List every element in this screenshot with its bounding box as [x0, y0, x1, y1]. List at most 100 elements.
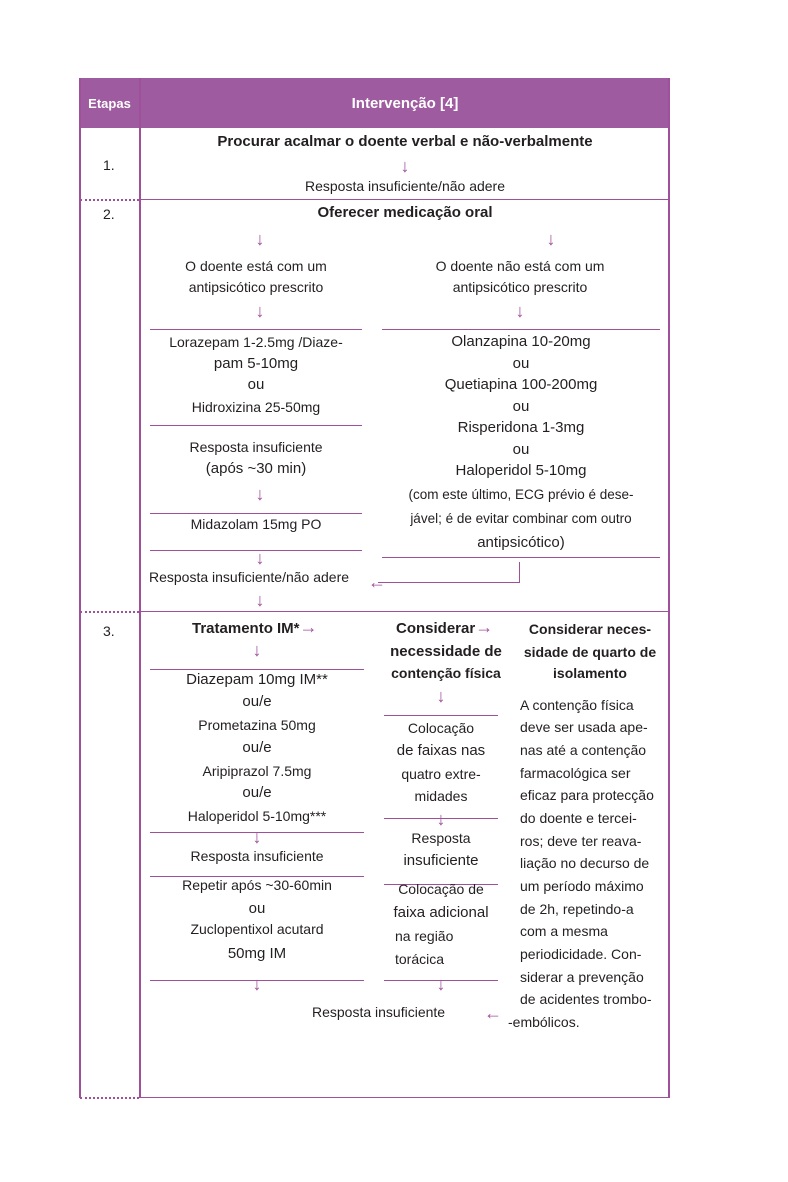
right-note-1: (com este último, ECG prévio é dese- [408, 487, 634, 502]
col3-text-6: do doente e tercei- [520, 810, 637, 826]
col1-med-4: ou/e [242, 739, 272, 756]
col2-arrow-3-icon: ↓ [436, 974, 446, 994]
right-med-3: Quetiapina 100-200mg [444, 376, 598, 393]
col2-extra-2: faixa adicional [393, 904, 489, 921]
col2-placement-3: quatro extre- [401, 766, 481, 782]
right-heading-1: O doente não está com um [435, 258, 605, 274]
right-med-4: ou [512, 398, 530, 415]
col2-extra-4: torácica [395, 951, 445, 967]
col1-rule-3 [150, 876, 364, 877]
col3-text-13: siderar a prevenção [520, 969, 644, 985]
col1-rule-2 [150, 832, 364, 833]
col1-rule-1 [150, 669, 364, 670]
step-2-number: 2. [103, 206, 115, 222]
col2-rule-4 [384, 980, 498, 981]
right-note-3: antipsicótico) [477, 534, 565, 551]
table-right-border [668, 78, 670, 1098]
col3-title-3: isolamento [553, 665, 627, 681]
col3-text-3: nas até a contenção [520, 742, 647, 758]
column-divider [139, 78, 141, 1098]
col3-text-1: A contenção física [520, 697, 634, 713]
step-2-title: Oferecer medicação oral [317, 204, 493, 221]
col2-response-1: Resposta [411, 830, 471, 846]
col2-rule-3 [384, 884, 498, 885]
left-med-3: ou [247, 376, 265, 393]
left-response-2: (após ~30 min) [205, 460, 307, 477]
tratamento-title: Tratamento IM*→ [192, 618, 318, 640]
col2-title-arrow-icon: → [475, 617, 494, 637]
etapas-label: Etapas [88, 95, 131, 111]
col1-repeat-1: Repetir após ~30-60min [182, 877, 332, 893]
table-left-border [79, 78, 81, 1098]
col1-arrow-2-icon: ↓ [252, 827, 262, 847]
step-2-left-arrow-icon: ↓ [255, 229, 265, 249]
left-heading-2: antipsicótico prescrito [188, 279, 324, 295]
col3-text-14: de acidentes trombo- [520, 991, 652, 1007]
right-heading-2: antipsicótico prescrito [452, 279, 588, 295]
left-med-4: Hidroxizina 25-50mg [191, 399, 321, 415]
col3-title-2: sidade de quarto de [523, 644, 657, 660]
col1-arrow-1-icon: ↓ [252, 640, 262, 660]
col3-text-11: com a mesma [520, 923, 608, 939]
col1-repeat-2: ou [248, 900, 266, 917]
right-med-2: ou [512, 355, 530, 372]
col2-rule-1 [384, 715, 498, 716]
step-1-number: 1. [103, 157, 115, 173]
right-med-6: ou [512, 441, 530, 458]
col3-text-5: eficaz para protecção [520, 787, 654, 803]
right-rule-1 [382, 329, 660, 330]
merge-connector-vertical [519, 562, 520, 582]
intervencao-label: Intervenção [4] [351, 94, 459, 112]
row-divider-1 [141, 199, 669, 200]
col2-arrow-2-icon: ↓ [436, 809, 446, 829]
merge-connector-horizontal [378, 582, 520, 583]
left-rule-3 [150, 513, 362, 514]
row-divider-2 [141, 611, 669, 612]
row-divider-2-dotted [80, 611, 139, 613]
left-heading-1: O doente está com um [185, 258, 327, 274]
col1-med-2: ou/e [242, 693, 272, 710]
step-2-bottom-arrow-icon: ↓ [255, 590, 265, 610]
col1-med-1: Diazepam 10mg IM** [186, 671, 328, 688]
table-bottom-dotted [80, 1097, 139, 1099]
right-arrow-2-icon: ↓ [515, 301, 525, 321]
col2-placement-2: de faixas nas [396, 742, 486, 759]
col2-extra-3: na região [395, 928, 454, 944]
left-med-1: Lorazepam 1-2.5mg /Diaze- [169, 334, 343, 350]
col3-text-10: de 2h, repetindo-a [520, 901, 634, 917]
col2-placement-1: Colocação [407, 720, 475, 736]
col2-placement-4: midades [414, 788, 468, 804]
step-2-response: Resposta insuficiente/não adere [149, 569, 350, 585]
col2-response-2: insuficiente [403, 852, 479, 869]
col1-repeat-3: Zuclopentixol acutard [190, 921, 324, 937]
col3-text-8: liação no decurso de [520, 855, 650, 871]
col1-med-6: ou/e [242, 784, 272, 801]
step-1-title: Procurar acalmar o doente verbal e não-v… [217, 133, 593, 150]
right-note-2: jável; é de evitar combinar com outro [410, 511, 632, 526]
col3-text-9: um período máximo [520, 878, 644, 894]
right-med-7: Haloperidol 5-10mg [455, 462, 587, 479]
right-med-1: Olanzapina 10-20mg [451, 333, 591, 350]
col3-text-15: -embólicos. [508, 1014, 580, 1030]
col1-arrow-3-icon: ↓ [252, 974, 262, 994]
col3-text-12: periodicidade. Con- [520, 946, 642, 962]
col3-title-1: Considerar neces- [528, 621, 652, 637]
col2-title-1-label: Considerar [396, 620, 476, 637]
col1-rule-4 [150, 980, 364, 981]
col2-rule-2 [384, 818, 498, 819]
step-2-right-arrow-icon: ↓ [546, 229, 556, 249]
step-1-response: Resposta insuficiente/não adere [304, 178, 506, 194]
right-rule-2 [382, 557, 660, 558]
col3-text-2: deve ser usada ape- [520, 719, 648, 735]
col1-response: Resposta insuficiente [190, 848, 324, 864]
midazolam-label: Midazolam 15mg PO [190, 516, 322, 532]
left-rule-2 [150, 425, 362, 426]
col1-med-3: Prometazina 50mg [198, 717, 316, 733]
left-arrow-2-icon: ↓ [255, 301, 265, 321]
col2-arrow-1-icon: ↓ [436, 686, 446, 706]
left-response-1: Resposta insuficiente [189, 439, 323, 455]
col2-title-1: Considerar→ [396, 618, 493, 640]
left-rule-4 [150, 550, 362, 551]
col2-title-3: contenção física [391, 665, 501, 681]
left-arrow-3-icon: ↓ [255, 484, 265, 504]
